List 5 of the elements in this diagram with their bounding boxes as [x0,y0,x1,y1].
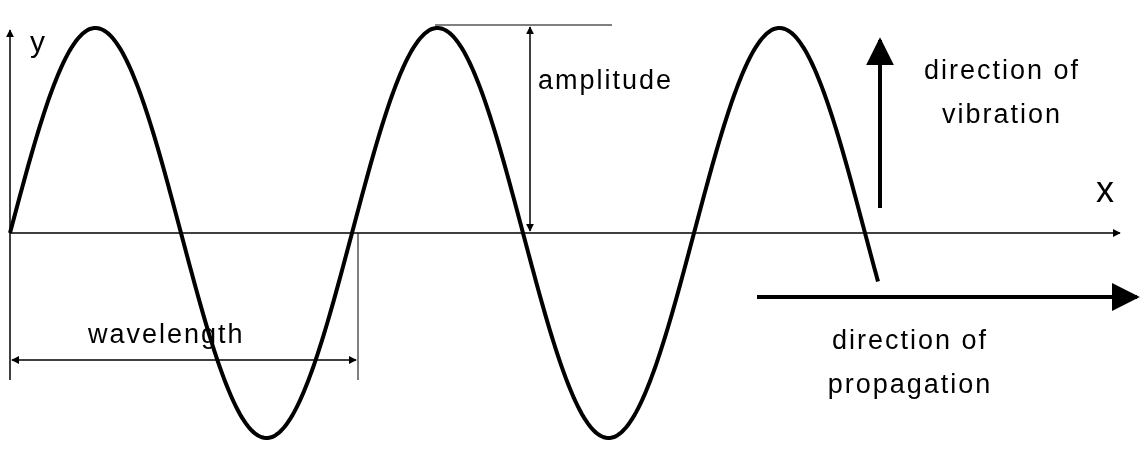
direction-label: direction of vibration [922,54,1082,131]
axis-label: y [30,24,47,60]
direction-label: direction of propagation [826,324,994,401]
dimension-label: amplitude [538,64,674,97]
axis-label: x [1096,168,1116,212]
